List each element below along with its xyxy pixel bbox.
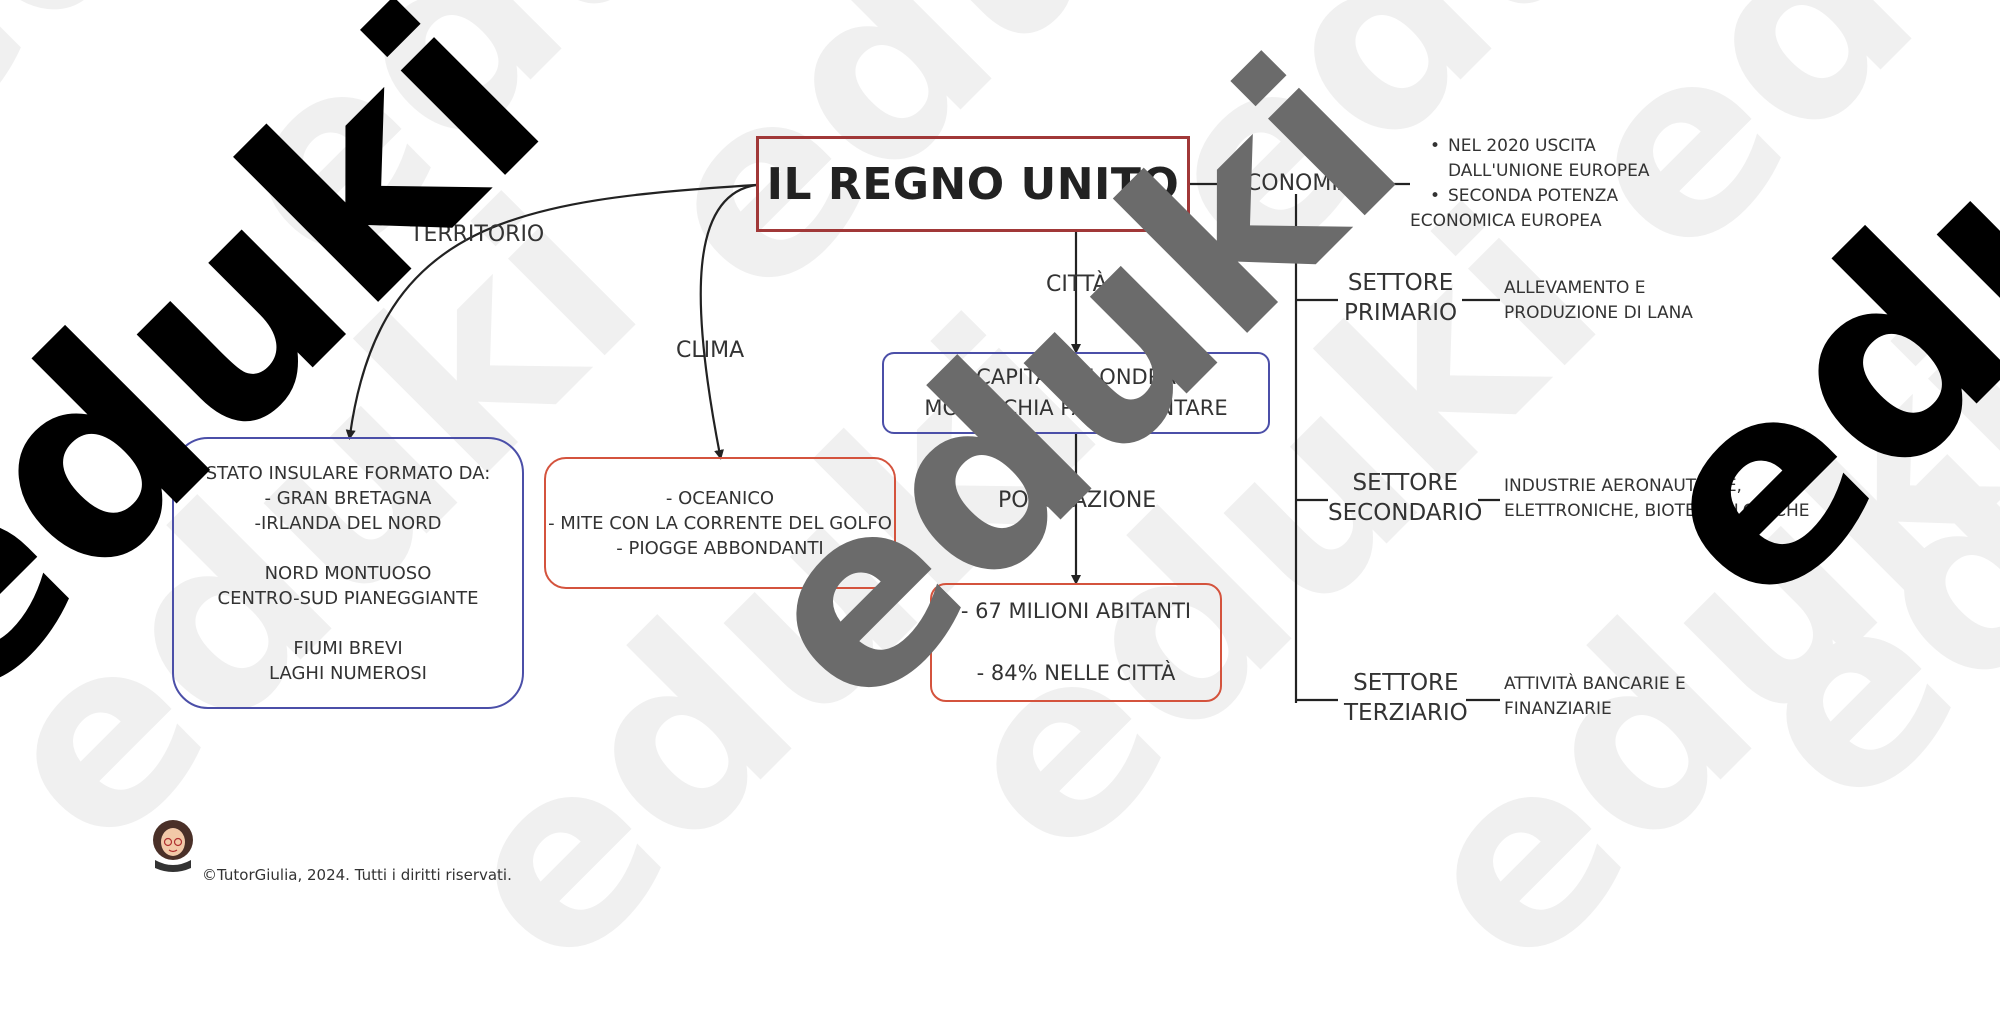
sector-name-line: PRIMARIO — [1344, 300, 1458, 326]
sector-terziario-desc: ATTIVITÀ BANCARIE E FINANZIARIE — [1504, 672, 1686, 722]
sector-desc-line: ATTIVITÀ BANCARIE E — [1504, 674, 1686, 694]
economia-bullet: NEL 2020 USCITA DALL'UNIONE EUROPEA — [1410, 134, 1649, 184]
watermark-right: eduki — [1583, 0, 2000, 665]
territorio-line: -IRLANDA DEL NORD — [254, 512, 442, 534]
economia-notes: NEL 2020 USCITA DALL'UNIONE EUROPEA SECO… — [1410, 134, 1649, 234]
popolazione-line: - 84% NELLE CITTÀ — [976, 661, 1176, 685]
territorio-line: NORD MONTUOSO — [264, 562, 432, 584]
label-territorio: TERRITORIO — [410, 222, 545, 247]
popolazione-box: - 67 MILIONI ABITANTI - 84% NELLE CITTÀ — [930, 583, 1222, 702]
sector-primario: SETTORE PRIMARIO — [1344, 268, 1457, 328]
copyright-text: ©TutorGiulia, 2024. Tutti i diritti rise… — [202, 866, 512, 884]
sector-primario-desc: ALLEVAMENTO E PRODUZIONE DI LANA — [1504, 276, 1693, 326]
sector-name-line: SETTORE — [1352, 470, 1458, 496]
label-citta: CITTÀ — [1046, 272, 1108, 297]
sector-name-line: TERZIARIO — [1344, 700, 1468, 726]
label-clima: CLIMA — [676, 338, 745, 363]
clima-line: - PIOGGE ABBONDANTI — [616, 537, 824, 559]
territorio-line: - GRAN BRETAGNA — [264, 487, 432, 509]
sector-name-line: SETTORE — [1347, 270, 1454, 296]
territorio-line: LAGHI NUMEROSI — [269, 662, 427, 684]
bullet-line: NEL 2020 USCITA — [1448, 136, 1596, 156]
edge-territorio — [345, 183, 757, 440]
territorio-line: FIUMI BREVI — [293, 637, 403, 659]
territorio-box: STATO INSULARE FORMATO DA: - GRAN BRETAG… — [172, 437, 524, 709]
citta-line: MONARCHIA PARLAMENTARE — [924, 396, 1228, 420]
bullet-line: ECONOMICA EUROPEA — [1410, 211, 1602, 231]
sector-name-line: SETTORE — [1353, 670, 1459, 696]
map-title: IL REGNO UNITO — [766, 158, 1180, 210]
clima-box: - OCEANICO - MITE CON LA CORRENTE DEL GO… — [544, 457, 896, 589]
territorio-line: STATO INSULARE FORMATO DA: — [205, 462, 491, 484]
label-economia: ECONOMIA — [1232, 171, 1353, 196]
citta-line: CAPITALE: LONDRA — [976, 365, 1176, 389]
bullet-line: SECONDA POTENZA — [1448, 186, 1619, 206]
sector-desc-line: INDUSTRIE AERONAUTICHE, — [1504, 476, 1742, 496]
title-box: IL REGNO UNITO — [756, 136, 1190, 232]
sector-secondario: SETTORE SECONDARIO — [1328, 468, 1482, 528]
edge-clima — [699, 183, 757, 460]
sector-terziario: SETTORE TERZIARIO — [1344, 668, 1468, 728]
sector-name-line: SECONDARIO — [1328, 500, 1483, 526]
popolazione-line: - 67 MILIONI ABITANTI — [960, 599, 1192, 623]
sector-desc-line: FINANZIARIE — [1504, 699, 1612, 719]
sector-secondario-desc: INDUSTRIE AERONAUTICHE, ELETTRONICHE, BI… — [1504, 474, 1810, 524]
sector-desc-line: ALLEVAMENTO E — [1504, 278, 1646, 298]
label-popolazione: POPOLAZIONE — [998, 488, 1157, 513]
territorio-line: CENTRO-SUD PIANEGGIANTE — [217, 587, 479, 609]
tutor-avatar-icon — [153, 820, 193, 872]
clima-line: - MITE CON LA CORRENTE DEL GOLFO — [548, 512, 892, 534]
citta-box: CAPITALE: LONDRA MONARCHIA PARLAMENTARE — [882, 352, 1270, 434]
economia-bullet: SECONDA POTENZA — [1410, 184, 1649, 209]
clima-line: - OCEANICO — [665, 487, 775, 509]
watermark-center: eduki — [696, 6, 1452, 762]
bullet-line: DALL'UNIONE EUROPEA — [1448, 161, 1650, 181]
sector-desc-line: ELETTRONICHE, BIOTECNOLOGICHE — [1504, 501, 1810, 521]
economia-bullet-cont: ECONOMICA EUROPEA — [1410, 209, 1649, 234]
watermark-left: eduki — [0, 0, 600, 765]
sector-desc-line: PRODUZIONE DI LANA — [1504, 303, 1693, 323]
